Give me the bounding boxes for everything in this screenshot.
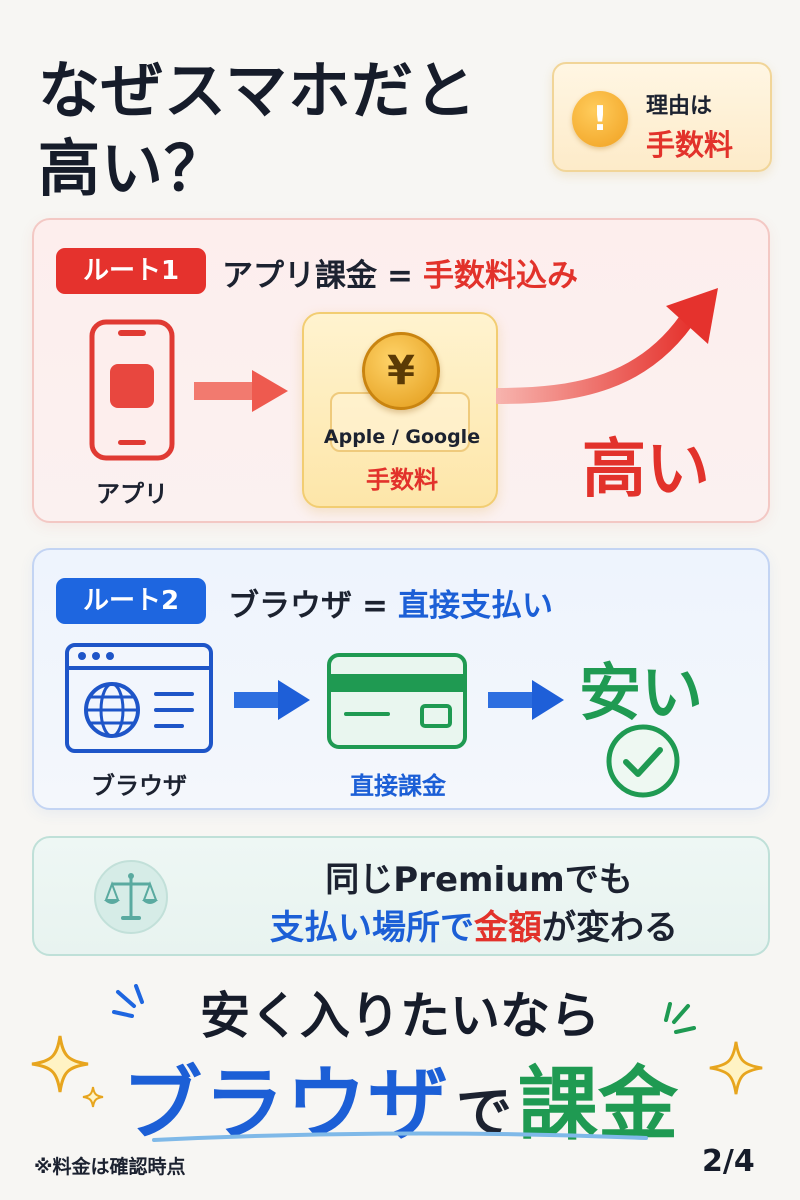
result-cheap: 安い: [579, 656, 704, 729]
fee-card: ¥ Apple / Google 手数料: [302, 312, 498, 508]
balance-scale-icon: [94, 860, 168, 934]
exclamation-icon: !: [572, 91, 628, 147]
arrow-right-icon: [234, 680, 310, 720]
rising-arrow-icon: [496, 288, 718, 404]
note-payment-place: 支払い場所で: [270, 908, 474, 948]
yen-coin-icon: ¥: [362, 332, 440, 410]
result-expensive: 高い: [582, 433, 710, 507]
underline-swoosh: [152, 1131, 648, 1142]
reason-card: ! 理由は 手数料: [552, 62, 772, 172]
note-changes: が変わる: [542, 908, 678, 948]
route-1-heading-method: アプリ課金: [222, 258, 377, 294]
burst-lines-icon: [664, 1002, 696, 1034]
note-line-2: 支払い場所で金額が変わる: [184, 900, 764, 949]
sparkle-icon: [82, 1086, 104, 1108]
app-label: アプリ: [96, 480, 168, 508]
reason-value: 手数料: [646, 128, 734, 162]
route-1-tag: ルート1: [56, 248, 206, 294]
sparkle-icon: [709, 1041, 763, 1095]
smartphone-icon: [89, 319, 175, 461]
note-amount: 金額: [474, 908, 542, 948]
browser-window-icon: [65, 643, 213, 753]
check-circle-icon: [606, 724, 680, 798]
route-1-heading-result: 手数料込み: [422, 258, 578, 294]
route-1-heading-equals: =: [387, 258, 413, 294]
fee-brand: Apple / Google: [323, 426, 481, 448]
route-2-panel: ルート2 ブラウザ =直接支払い ブラウザ 直接課金 安い: [32, 548, 770, 810]
arrow-right-icon: [194, 370, 288, 412]
page-indicator: 2/4: [702, 1144, 755, 1179]
note-panel: 同じPremiumでも 支払い場所で金額が変わる: [32, 836, 770, 956]
browser-label: ブラウザ: [91, 772, 187, 800]
route-1-heading: アプリ課金 =手数料込み: [222, 250, 578, 295]
route-2-heading-result: 直接支払い: [397, 588, 553, 624]
page-title: なぜスマホだと 高い？: [38, 52, 558, 208]
arrow-right-icon: [488, 680, 564, 720]
note-line-1: 同じPremiumでも: [325, 860, 633, 900]
cta-line-1: 安く入りたいなら: [200, 987, 600, 1045]
route-2-heading-method: ブラウザ: [228, 588, 352, 624]
title-line-1: なぜスマホだと: [38, 54, 478, 127]
title-line-2: 高い？: [38, 132, 228, 205]
credit-card-icon: [327, 653, 467, 749]
route-1-panel: ルート1 アプリ課金 =手数料込み アプリ ¥ Apple / Google 手数…: [32, 218, 770, 523]
card-label: 直接課金: [350, 772, 446, 800]
route-2-heading: ブラウザ =直接支払い: [228, 580, 553, 625]
fee-label: 手数料: [366, 466, 438, 494]
route-2-heading-equals: =: [362, 588, 388, 624]
reason-label: 理由は: [646, 94, 713, 119]
sparkle-icon: [31, 1035, 89, 1093]
burst-lines-icon: [112, 984, 144, 1018]
route-2-tag: ルート2: [56, 578, 206, 624]
footnote: ※料金は確認時点: [34, 1156, 186, 1178]
